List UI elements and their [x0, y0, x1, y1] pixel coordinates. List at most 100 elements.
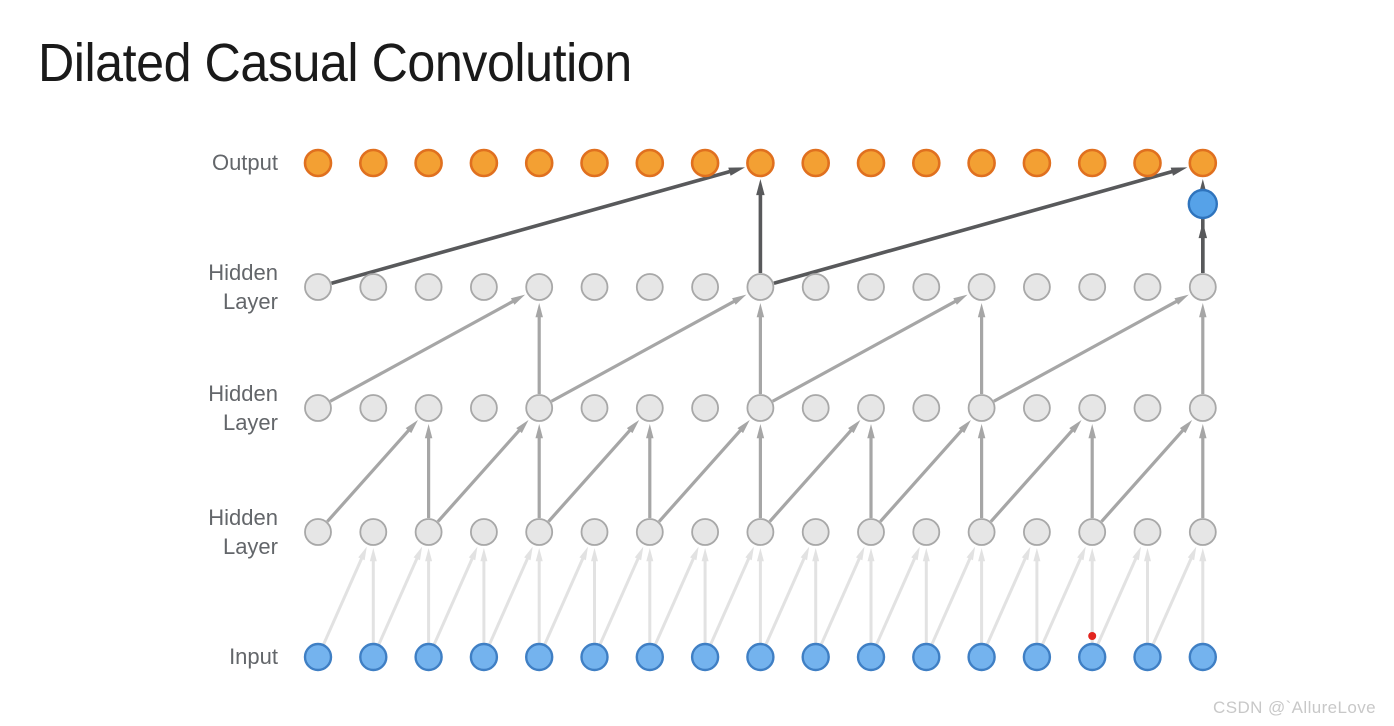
node-hidden-2-7[interactable]	[691, 394, 719, 422]
node-hidden-3-1[interactable]	[359, 273, 388, 301]
node-output-14[interactable]	[1077, 148, 1107, 178]
node-hidden-2-4[interactable]	[525, 394, 554, 422]
node-hidden-1-1[interactable]	[359, 518, 388, 546]
node-input-3[interactable]	[469, 642, 499, 672]
arrow-head	[1198, 222, 1208, 239]
node-hidden-1-14[interactable]	[1078, 518, 1107, 546]
node-input-15[interactable]	[1133, 642, 1162, 672]
node-input-14[interactable]	[1077, 642, 1107, 672]
node-hidden-3-2[interactable]	[414, 273, 443, 301]
node-output-7[interactable]	[690, 148, 720, 178]
node-hidden-1-13[interactable]	[1023, 518, 1051, 546]
node-output-13[interactable]	[1022, 148, 1052, 178]
node-hidden-3-0[interactable]	[304, 273, 332, 301]
node-hidden-1-0[interactable]	[304, 518, 332, 546]
node-input-2[interactable]	[414, 642, 443, 672]
node-hidden-2-6[interactable]	[635, 394, 664, 422]
node-hidden-2-14[interactable]	[1078, 394, 1107, 422]
node-hidden-2-8[interactable]	[746, 394, 775, 422]
node-output-8[interactable]	[746, 148, 775, 178]
node-hidden-1-8[interactable]	[746, 518, 775, 546]
node-hidden-2-3[interactable]	[469, 394, 498, 422]
node-hidden-3-12[interactable]	[967, 273, 996, 301]
node-hidden-3-5[interactable]	[580, 273, 609, 301]
node-hidden-1-16[interactable]	[1188, 518, 1217, 546]
node-hidden-1-6[interactable]	[635, 518, 664, 546]
node-output-1[interactable]	[358, 148, 388, 178]
node-input-5[interactable]	[580, 642, 609, 672]
node-input-11[interactable]	[912, 642, 941, 672]
node-output-2[interactable]	[414, 148, 443, 178]
node-hidden-3-6[interactable]	[635, 273, 664, 301]
node-input-13[interactable]	[1022, 642, 1052, 672]
node-hidden-2-9[interactable]	[801, 394, 830, 422]
node-hidden-3-9[interactable]	[801, 273, 830, 301]
node-output-12[interactable]	[967, 148, 996, 178]
node-hidden-3-16[interactable]	[1188, 273, 1217, 301]
node-hidden-2-0[interactable]	[304, 394, 332, 422]
node-hidden-3-8[interactable]	[746, 273, 775, 301]
node-hidden-1-10[interactable]	[857, 518, 885, 546]
node-hidden-3-11[interactable]	[912, 273, 941, 301]
node-input-9[interactable]	[801, 642, 830, 672]
node-hidden-1-2[interactable]	[414, 518, 443, 546]
node-hidden-2-15[interactable]	[1133, 394, 1162, 422]
node-input-6[interactable]	[635, 642, 664, 672]
node-hidden-2-2[interactable]	[414, 394, 443, 422]
node-output-0[interactable]	[303, 148, 333, 178]
node-hidden-2-13[interactable]	[1023, 394, 1051, 422]
node-hidden-1-3[interactable]	[469, 518, 498, 546]
arrow-head	[953, 294, 968, 305]
node-output-10[interactable]	[856, 148, 886, 178]
node-output-6[interactable]	[635, 148, 665, 178]
node-hidden-1-9[interactable]	[801, 518, 830, 546]
node-hidden-2-10[interactable]	[857, 394, 885, 422]
arrow-diagonal-d1-12	[930, 546, 976, 645]
node-input-12[interactable]	[967, 642, 996, 672]
arrow-diagonal-d1-6	[598, 546, 644, 645]
node-input-0[interactable]	[303, 642, 333, 672]
node-hidden-2-11[interactable]	[912, 394, 941, 422]
node-output-5[interactable]	[580, 148, 609, 178]
node-output-9[interactable]	[801, 148, 831, 178]
node-hidden-3-4[interactable]	[525, 273, 554, 301]
arrow-head	[1179, 419, 1193, 434]
node-hidden-1-15[interactable]	[1133, 518, 1162, 546]
node-hidden-1-11[interactable]	[912, 518, 941, 546]
node-hidden-3-15[interactable]	[1133, 273, 1162, 301]
node-hidden-1-5[interactable]	[580, 518, 609, 546]
node-output-16[interactable]	[1188, 148, 1218, 178]
arrow-head	[634, 546, 644, 561]
node-input-10[interactable]	[856, 642, 886, 672]
node-hidden-3-13[interactable]	[1023, 273, 1051, 301]
arrow-shaft	[764, 556, 807, 645]
node-input-16[interactable]	[1188, 642, 1218, 672]
node-input-7[interactable]	[690, 642, 720, 672]
node-hidden-1-4[interactable]	[525, 518, 554, 546]
node-hidden-2-1[interactable]	[359, 394, 388, 422]
node-row-output	[303, 148, 1218, 178]
arrow-vertical-d4-16	[1199, 303, 1207, 394]
node-hidden-3-14[interactable]	[1078, 273, 1107, 301]
node-hidden-3-7[interactable]	[691, 273, 719, 301]
arrow-diagonal-d8-8	[330, 167, 745, 285]
node-input-4[interactable]	[525, 642, 554, 672]
node-input-8[interactable]	[746, 642, 775, 672]
arrow-diagonal-d1-11	[875, 546, 920, 645]
node-hidden-2-5[interactable]	[580, 394, 609, 422]
arrow-diagonal-d1-1	[322, 546, 367, 645]
node-hidden-2-12[interactable]	[967, 394, 996, 422]
node-hidden-3-10[interactable]	[857, 273, 885, 301]
node-output-11[interactable]	[911, 148, 941, 178]
highlight-node[interactable]	[1187, 188, 1219, 220]
node-output-15[interactable]	[1133, 148, 1162, 178]
node-hidden-1-7[interactable]	[691, 518, 719, 546]
node-hidden-3-3[interactable]	[469, 273, 498, 301]
node-hidden-1-12[interactable]	[967, 518, 996, 546]
node-input-1[interactable]	[359, 642, 388, 672]
node-output-3[interactable]	[469, 148, 499, 178]
node-output-4[interactable]	[524, 148, 554, 178]
node-hidden-2-16[interactable]	[1188, 394, 1217, 422]
arrow-diagonal-d1-9	[764, 546, 810, 645]
arrow-head	[977, 424, 986, 439]
